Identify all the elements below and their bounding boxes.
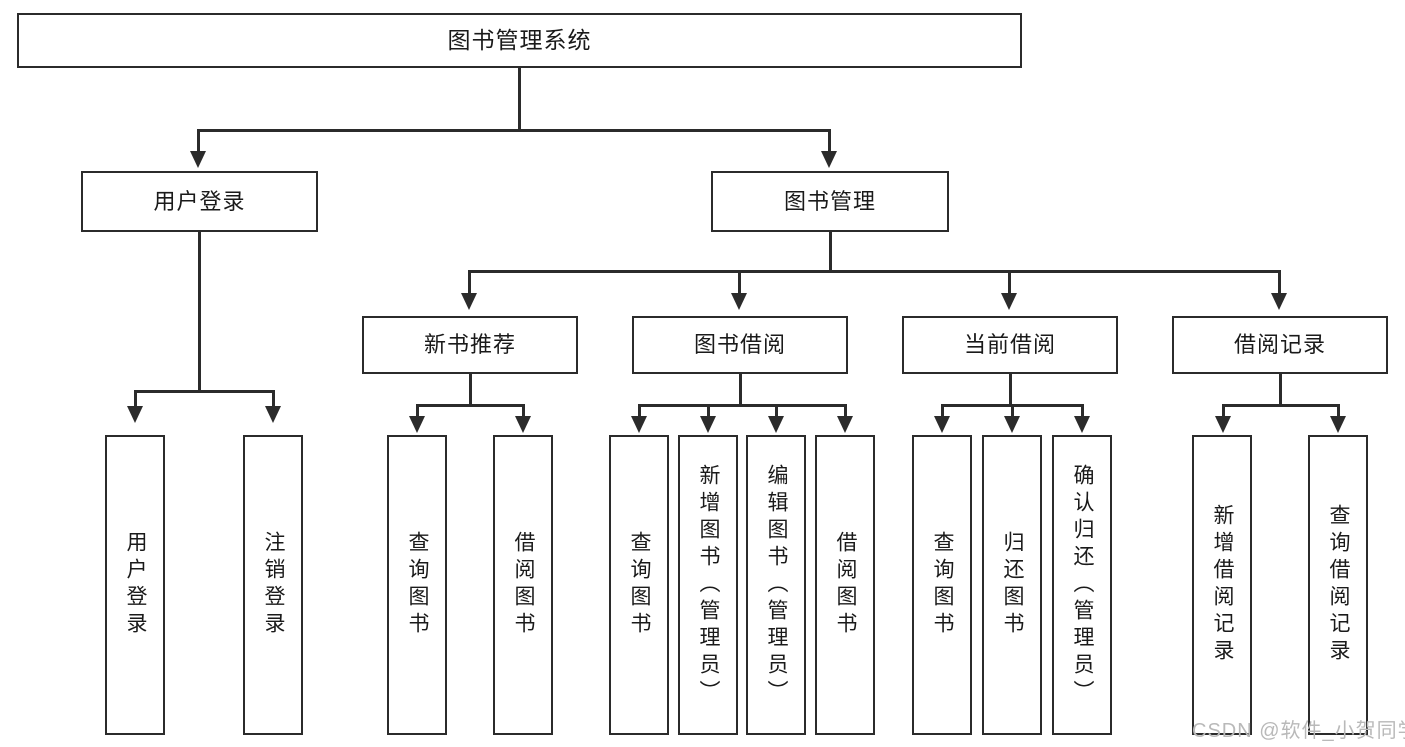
connector-drop-current-borrow xyxy=(1008,270,1011,295)
arrow-leaf-bb-add xyxy=(700,416,716,433)
connector-root-stem xyxy=(518,68,521,130)
connector-drop-leaf-cb-confirm xyxy=(1081,404,1084,418)
node-book-borrow[interactable]: 图书借阅 xyxy=(632,316,848,374)
connector-book-management-stem xyxy=(829,232,832,271)
leaf-bb-edit-book[interactable]: 编辑图书（管理员） xyxy=(746,435,806,735)
node-label: 查询图书 xyxy=(931,531,955,639)
connector-book-borrow-stem xyxy=(739,374,742,406)
connector-drop-leaf-bb-edit xyxy=(775,404,778,418)
arrow-leaf-bb-borrow xyxy=(837,416,853,433)
connector-drop-leaf-br-query xyxy=(1337,404,1340,418)
node-new-book-recommend[interactable]: 新书推荐 xyxy=(362,316,578,374)
arrow-book-management xyxy=(821,151,837,168)
connector-new-book-recommend-bus xyxy=(416,404,524,407)
node-book-management[interactable]: 图书管理 xyxy=(711,171,949,232)
arrow-current-borrow xyxy=(1001,293,1017,310)
node-label: 注销登录 xyxy=(262,531,286,639)
node-label: 图书管理系统 xyxy=(447,27,592,53)
node-label: 图书管理 xyxy=(783,188,876,214)
node-borrow-record[interactable]: 借阅记录 xyxy=(1172,316,1388,374)
connector-drop-leaf-bb-add xyxy=(707,404,710,418)
connector-drop-leaf-nbr-borrow xyxy=(522,404,525,418)
leaf-user-login[interactable]: 用户登录 xyxy=(105,435,165,735)
connector-drop-new-book-recommend xyxy=(468,270,471,295)
connector-borrow-record-bus xyxy=(1222,404,1339,407)
arrow-book-borrow xyxy=(731,293,747,310)
connector-new-book-recommend-stem xyxy=(469,374,472,406)
leaf-br-add-record[interactable]: 新增借阅记录 xyxy=(1192,435,1252,735)
arrow-leaf-br-add xyxy=(1215,416,1231,433)
node-label: 借阅图书 xyxy=(834,531,858,639)
leaf-cb-return-book[interactable]: 归还图书 xyxy=(982,435,1042,735)
node-label: 查询图书 xyxy=(628,531,652,639)
node-label: 图书借阅 xyxy=(693,332,786,357)
node-root-book-management-system[interactable]: 图书管理系统 xyxy=(17,13,1022,68)
arrow-borrow-record xyxy=(1271,293,1287,310)
connector-drop-leaf-cb-query xyxy=(941,404,944,418)
connector-drop-leaf-user-login xyxy=(134,390,137,408)
leaf-cb-query-book[interactable]: 查询图书 xyxy=(912,435,972,735)
node-label: 新增借阅记录 xyxy=(1211,504,1235,666)
arrow-leaf-user-login xyxy=(127,406,143,423)
connector-drop-leaf-cb-return xyxy=(1011,404,1014,418)
node-label: 用户登录 xyxy=(124,531,148,639)
arrow-leaf-br-query xyxy=(1330,416,1346,433)
node-current-borrow[interactable]: 当前借阅 xyxy=(902,316,1118,374)
leaf-br-query-record[interactable]: 查询借阅记录 xyxy=(1308,435,1368,735)
node-label: 确认归还（管理员） xyxy=(1071,463,1095,707)
node-label: 当前借阅 xyxy=(963,332,1056,357)
leaf-nbr-borrow-book[interactable]: 借阅图书 xyxy=(493,435,553,735)
connector-user-login-bus xyxy=(134,390,274,393)
arrow-leaf-bb-edit xyxy=(768,416,784,433)
arrow-leaf-cb-return xyxy=(1004,416,1020,433)
arrow-leaf-cb-query xyxy=(934,416,950,433)
connector-user-login-stem xyxy=(198,232,201,392)
node-label: 新书推荐 xyxy=(423,332,516,357)
leaf-bb-query-book[interactable]: 查询图书 xyxy=(609,435,669,735)
leaf-cb-confirm-return[interactable]: 确认归还（管理员） xyxy=(1052,435,1112,735)
node-label: 新增图书（管理员） xyxy=(697,463,721,707)
connector-drop-leaf-logout xyxy=(272,390,275,408)
connector-borrow-record-stem xyxy=(1279,374,1282,406)
leaf-bb-borrow-book[interactable]: 借阅图书 xyxy=(815,435,875,735)
node-user-login[interactable]: 用户登录 xyxy=(81,171,318,232)
leaf-nbr-query-book[interactable]: 查询图书 xyxy=(387,435,447,735)
connector-drop-user-login xyxy=(197,129,200,153)
node-label: 编辑图书（管理员） xyxy=(765,463,789,707)
connector-level2-bus xyxy=(197,129,831,132)
leaf-bb-add-book[interactable]: 新增图书（管理员） xyxy=(678,435,738,735)
node-label: 查询借阅记录 xyxy=(1327,504,1351,666)
connector-book-borrow-bus xyxy=(638,404,846,407)
connector-drop-leaf-bb-query xyxy=(638,404,641,418)
node-label: 查询图书 xyxy=(406,531,430,639)
arrow-leaf-logout xyxy=(265,406,281,423)
connector-current-borrow-stem xyxy=(1009,374,1012,406)
node-label: 用户登录 xyxy=(153,188,246,214)
arrow-leaf-cb-confirm xyxy=(1074,416,1090,433)
arrow-leaf-bb-query xyxy=(631,416,647,433)
node-label: 借阅记录 xyxy=(1233,332,1326,357)
connector-drop-leaf-bb-borrow xyxy=(844,404,847,418)
arrow-new-book-recommend xyxy=(461,293,477,310)
connector-drop-borrow-record xyxy=(1278,270,1281,295)
arrow-user-login xyxy=(190,151,206,168)
arrow-leaf-nbr-query xyxy=(409,416,425,433)
arrow-leaf-nbr-borrow xyxy=(515,416,531,433)
node-label: 借阅图书 xyxy=(512,531,536,639)
connector-level3-bus xyxy=(468,270,1280,273)
connector-drop-leaf-br-add xyxy=(1222,404,1225,418)
leaf-logout[interactable]: 注销登录 xyxy=(243,435,303,735)
connector-drop-book-borrow xyxy=(738,270,741,295)
connector-drop-book-management xyxy=(828,129,831,153)
connector-drop-leaf-nbr-query xyxy=(416,404,419,418)
node-label: 归还图书 xyxy=(1001,531,1025,639)
